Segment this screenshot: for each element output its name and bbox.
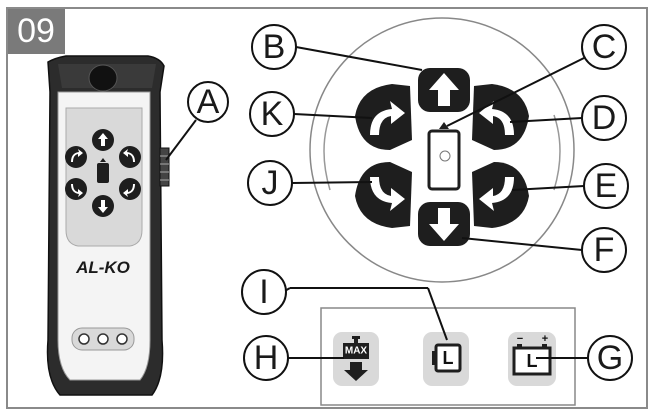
indicator-led-g [116,333,128,345]
led-pointer-icon [100,158,106,162]
callout-circle-f [581,227,627,273]
vehicle-battery-label: L [527,351,538,371]
status-led [439,150,451,162]
remote-button-d[interactable] [119,146,141,168]
max-label: MAX [345,346,368,357]
curved-arrow-icon [123,149,135,162]
label-i: I [259,273,268,311]
jack-stem-icon [354,339,358,343]
status-led-window [427,129,461,191]
side-switch[interactable] [159,147,170,187]
label-k: K [261,95,284,133]
arrow-down-icon [429,208,459,241]
remote-button-j[interactable] [65,178,87,200]
indicator-led-h [78,333,90,345]
vehicle-battery-icon [512,346,552,376]
callout-line-b [295,46,423,71]
battery-terminal-icon [432,351,436,365]
brand-logo: AL-KO [75,258,130,277]
max-plate-icon [343,343,369,359]
callout-circle-a [187,81,229,123]
callout-circle-g [587,335,633,381]
arrow-up-icon [98,133,108,146]
label-a: A [197,83,220,121]
remote-button-k[interactable] [65,146,87,168]
label-e: E [595,167,618,205]
curved-arrow-icon [71,184,83,197]
remote-center-led [97,163,109,183]
curved-arrow-down-left-icon [370,177,405,211]
callout-line-j [291,181,373,184]
callout-circle-h [243,335,289,381]
plus-sign: + [542,333,548,345]
arrow-up-icon [429,73,459,106]
keypad-detail [309,17,575,283]
callout-circle-c [581,24,627,70]
label-c: C [592,28,617,66]
arrow-down-icon [98,200,108,213]
figure-frame [6,7,648,409]
curved-arrow-icon [71,149,83,162]
led-pointer-icon [439,122,449,129]
battery-post-icon [542,344,547,348]
callout-line-k [293,113,373,119]
callout-circle-d [581,95,627,141]
battery-post-icon [517,344,522,348]
label-g: G [597,339,623,377]
label-j: J [262,164,279,202]
callout-line-a [165,119,197,161]
callout-circle-i [241,269,287,315]
curved-arrow-up-right-icon [479,101,514,135]
callout-line-d [509,117,583,123]
callout-line-e [511,185,585,191]
figure-number: 09 [7,8,65,54]
curved-arrow-down-right-icon [479,177,514,211]
callout-circle-j [247,160,293,206]
indicator-panel: MAX L − + L [320,307,576,406]
callout-line-c [446,57,585,127]
callout-circle-e [583,163,629,209]
callout-line-f [461,237,583,251]
remote-control: AL-KO [46,55,170,396]
remote-button-e[interactable] [119,178,141,200]
callout-circle-k [249,91,295,137]
jack-cap-icon [352,336,360,339]
callout-circle-b [251,24,297,70]
battery-icon [434,343,462,373]
callout-line-i-c [427,287,448,341]
curved-arrow-icon [123,184,135,197]
battery-low-label: L [443,348,454,368]
curved-arrow-up-left-icon [370,101,405,135]
antenna-cap [88,64,118,92]
indicator-led-i [97,333,109,345]
arrow-down-icon [344,362,368,381]
label-b: B [263,28,286,66]
minus-sign: − [517,333,523,345]
label-f: F [594,231,615,269]
label-d: D [592,99,617,137]
label-h: H [254,339,279,377]
panel-edge-right [553,114,561,191]
